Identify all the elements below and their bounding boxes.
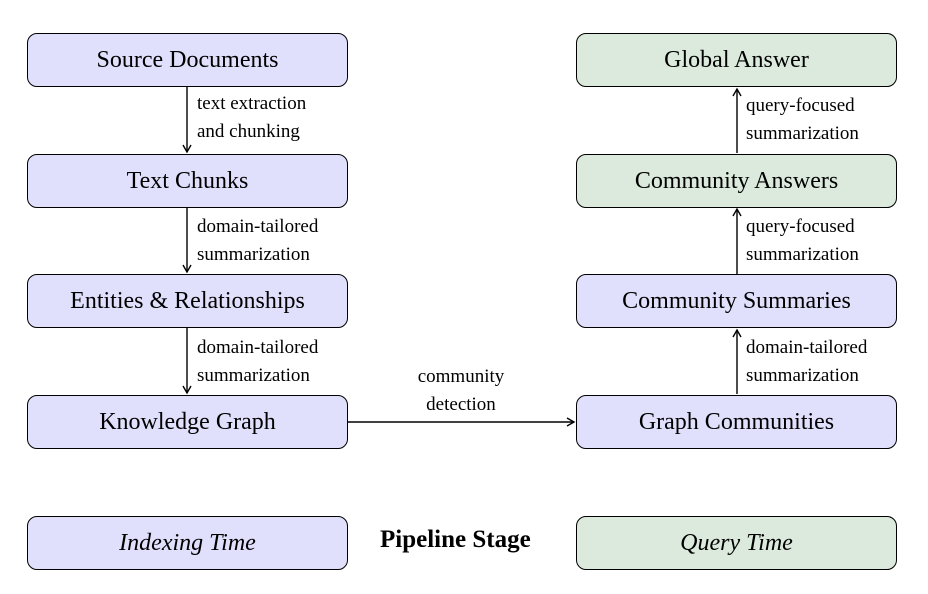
node-graph-communities: Graph Communities <box>576 395 897 449</box>
edge-label-line: domain-tailored <box>197 216 319 237</box>
edge-label-line: community <box>417 366 505 387</box>
node-community-summaries: Community Summaries <box>576 274 897 328</box>
edge-label-entities-to-graph: domain-tailored summarization <box>197 334 318 390</box>
legend-pipeline-stage: Pipeline Stage <box>380 526 531 553</box>
edge-label-line: detection <box>426 394 496 415</box>
edge-label-answers-to-global: query-focused summarization <box>746 92 859 148</box>
legend-indexing-time: Indexing Time <box>27 516 348 570</box>
node-source-documents: Source Documents <box>27 33 348 87</box>
legend-query-time: Query Time <box>576 516 897 570</box>
edge-label-summaries-to-answers: query-focused summarization <box>746 213 859 269</box>
edge-label-line: query-focused <box>746 216 855 237</box>
edge-label-line: summarization <box>746 365 859 386</box>
edge-label-line: summarization <box>197 244 310 265</box>
node-community-answers: Community Answers <box>576 154 897 208</box>
edge-label-community-detection: community detection <box>391 363 531 419</box>
node-entities-relationships: Entities & Relationships <box>27 274 348 328</box>
edge-label-communities-to-summaries: domain-tailored summarization <box>746 334 867 390</box>
node-global-answer: Global Answer <box>576 33 897 87</box>
edge-label-line: domain-tailored <box>746 337 868 358</box>
edge-label-line: text extraction <box>197 93 307 114</box>
edge-label-chunks-to-entities: domain-tailored summarization <box>197 213 318 269</box>
edge-label-line: summarization <box>746 244 859 265</box>
edge-label-line: summarization <box>746 123 859 144</box>
edge-label-line: domain-tailored <box>197 337 319 358</box>
edge-label-line: and chunking <box>197 121 300 142</box>
node-text-chunks: Text Chunks <box>27 154 348 208</box>
node-knowledge-graph: Knowledge Graph <box>27 395 348 449</box>
edge-label-extraction: text extraction and chunking <box>197 90 306 146</box>
edge-label-line: query-focused <box>746 95 855 116</box>
edge-label-line: summarization <box>197 365 310 386</box>
